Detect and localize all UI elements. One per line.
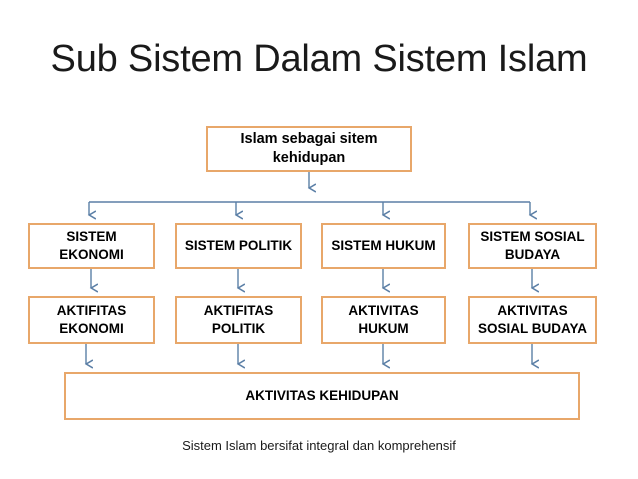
slide-caption: Sistem Islam bersifat integral dan kompr… <box>182 438 456 453</box>
node-aktivitas-hukum[interactable]: AKTIVITAS HUKUM <box>321 296 446 344</box>
page-title: Sub Sistem Dalam Sistem Islam <box>50 38 588 80</box>
node-aktifitas-politik[interactable]: AKTIFITAS POLITIK <box>175 296 302 344</box>
node-sistem-sosial-budaya[interactable]: SISTEM SOSIAL BUDAYA <box>468 223 597 269</box>
node-aktivitas-kehidupan[interactable]: AKTIVITAS KEHIDUPAN <box>64 372 580 420</box>
node-sistem-ekonomi[interactable]: SISTEM EKONOMI <box>28 223 155 269</box>
node-aktivitas-sosial-budaya[interactable]: AKTIVITAS SOSIAL BUDAYA <box>468 296 597 344</box>
node-aktifitas-ekonomi[interactable]: AKTIFITAS EKONOMI <box>28 296 155 344</box>
node-sistem-politik[interactable]: SISTEM POLITIK <box>175 223 302 269</box>
node-root-islam-sebagai-sistem-kehidupan[interactable]: Islam sebagai sitem kehidupan <box>206 126 412 172</box>
node-sistem-hukum[interactable]: SISTEM HUKUM <box>321 223 446 269</box>
